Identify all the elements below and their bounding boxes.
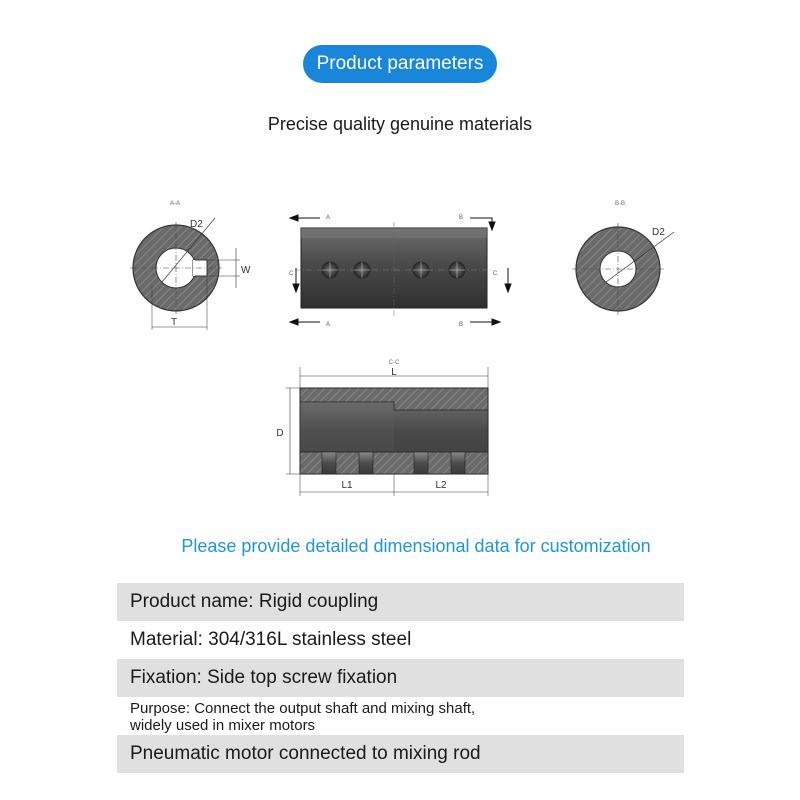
front-a-top: A bbox=[326, 215, 330, 221]
left-t-label: T bbox=[171, 317, 177, 328]
section-d-label: D bbox=[276, 428, 283, 439]
spec-fixation: Fixation: Side top screw fixation bbox=[117, 659, 684, 697]
spec-purpose-line2: widely used in mixer motors bbox=[130, 717, 316, 734]
set-screw-holes bbox=[321, 261, 466, 279]
right-d2-label: D2 bbox=[652, 227, 665, 238]
spec-purpose: Purpose: Connect the output shaft and mi… bbox=[117, 697, 684, 735]
right-section-label: B-B bbox=[615, 201, 625, 207]
customization-note: Please provide detailed dimensional data… bbox=[181, 536, 651, 556]
left-d2-label: D2 bbox=[190, 219, 203, 230]
subtitle: Precise quality genuine materials bbox=[267, 114, 533, 134]
left-section-label: A-A bbox=[170, 201, 180, 207]
front-view: A B A B C C bbox=[288, 214, 512, 328]
section-l1-label: L1 bbox=[341, 480, 353, 491]
spec-application: Pneumatic motor connected to mixing rod bbox=[117, 735, 684, 773]
front-a-bottom: A bbox=[326, 322, 330, 328]
section-l2-label: L2 bbox=[435, 480, 447, 491]
section-l-label: L bbox=[391, 367, 397, 378]
section-view: C-C L D L1 L2 bbox=[276, 360, 489, 496]
front-c-right: C bbox=[493, 271, 498, 277]
left-w-label: W bbox=[241, 265, 251, 276]
product-parameters-badge: Product parameters bbox=[303, 45, 497, 83]
technical-drawing: A-A D2 W T bbox=[130, 201, 675, 496]
right-section-view: B-B D2 bbox=[572, 201, 675, 315]
spec-product-name: Product name: Rigid coupling bbox=[117, 583, 684, 621]
left-section-view: A-A D2 W T bbox=[130, 201, 251, 330]
spec-material: Material: 304/316L stainless steel bbox=[130, 629, 412, 650]
front-b-top: B bbox=[459, 215, 463, 221]
front-b-bottom: B bbox=[459, 322, 463, 328]
front-c-left: C bbox=[289, 271, 294, 277]
spec-purpose-line1: Purpose: Connect the output shaft and mi… bbox=[130, 700, 476, 717]
section-cc-label: C-C bbox=[389, 360, 400, 366]
